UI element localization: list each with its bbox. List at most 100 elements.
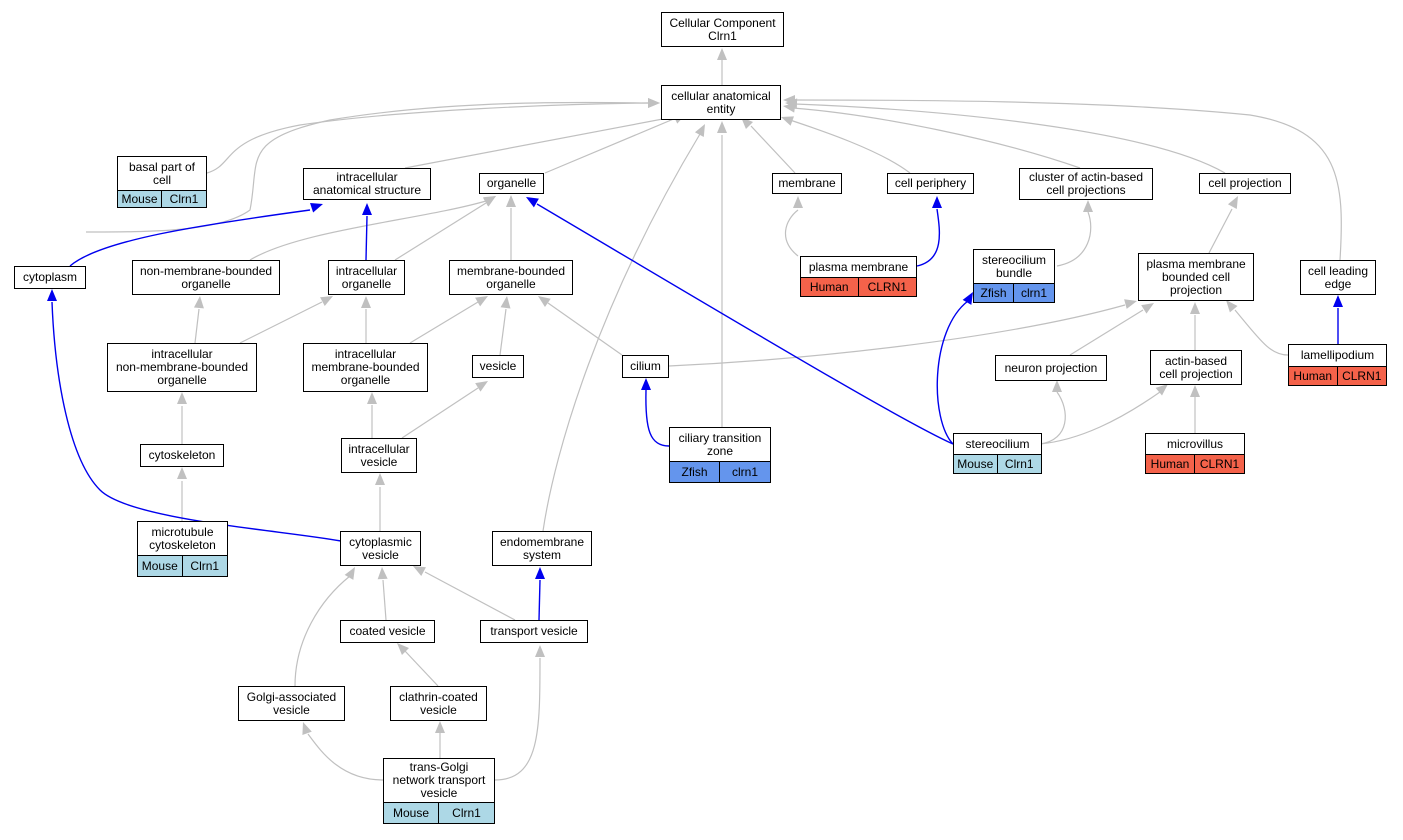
node-pm[interactable]: plasma membrane	[800, 256, 917, 278]
node-nmbo[interactable]: non-membrane-bounded organelle	[132, 260, 280, 295]
edge-28-arrowhead	[177, 392, 187, 404]
edge-24	[668, 304, 1126, 367]
species-label: Human	[800, 277, 859, 297]
edge-19	[239, 301, 323, 344]
node-membrane[interactable]: membrane	[772, 173, 842, 194]
edge-39	[404, 650, 439, 687]
edge-4	[750, 125, 796, 174]
edge-0-arrowhead	[717, 48, 727, 60]
node-cle[interactable]: cell leading edge	[1300, 260, 1376, 295]
edge-33-arrowhead	[1155, 384, 1168, 396]
edge-25-arrowhead	[1141, 303, 1154, 314]
node-cc[interactable]: Cellular Component Clrn1	[661, 12, 784, 47]
node-golgiassoc[interactable]: Golgi-associated vesicle	[238, 686, 345, 721]
edge-37-arrowhead	[413, 566, 426, 577]
edge-10-arrowhead	[717, 121, 727, 133]
node-cellper[interactable]: cell periphery	[887, 173, 974, 194]
edge-34-arrowhead	[1190, 385, 1200, 397]
node-cellproj[interactable]: cell projection	[1199, 173, 1291, 194]
node-basal[interactable]: basal part of cell	[117, 156, 207, 191]
edge-6	[792, 107, 1081, 169]
species-label: Mouse	[117, 190, 162, 208]
node-clathrin[interactable]: clathrin-coated vesicle	[390, 686, 487, 721]
edge-41-arrowhead	[302, 722, 312, 735]
species-label: Zfish	[669, 461, 720, 483]
node-vesicle[interactable]: vesicle	[472, 355, 524, 378]
node-stereocilium[interactable]: stereocilium	[953, 433, 1042, 455]
edge-32	[1039, 391, 1066, 445]
node-neuronproj[interactable]: neuron projection	[995, 355, 1107, 381]
node-endomem[interactable]: endomembrane system	[492, 531, 592, 566]
node-stbundle[interactable]: stereocilium bundle	[973, 249, 1055, 284]
edge-2	[404, 117, 669, 169]
edge-18-arrowhead	[193, 296, 204, 309]
node-coated[interactable]: coated vesicle	[340, 620, 435, 643]
edge-36	[382, 579, 387, 621]
gene-label: CLRN1	[1195, 454, 1245, 474]
node-cytovesicle[interactable]: cytoplasmic vesicle	[340, 531, 421, 566]
node-tgn[interactable]: trans-Golgi network transport vesicle	[383, 758, 495, 803]
edge-5-arrowhead	[781, 116, 794, 126]
gene-label: CLRN1	[858, 277, 917, 297]
edge-49	[645, 389, 670, 447]
edge-31-arrowhead	[177, 467, 187, 479]
node-organelle[interactable]: organelle	[479, 173, 544, 194]
edge-9-arrowhead	[648, 98, 660, 108]
gene-label: CLRN1	[1337, 366, 1387, 386]
node-pmbcp[interactable]: plasma membrane bounded cell projection	[1138, 253, 1254, 301]
node-imbo[interactable]: intracellular membrane-bounded organelle	[303, 343, 428, 392]
node-ctz[interactable]: ciliary transition zone	[669, 427, 771, 462]
node-cytoplasm[interactable]: cytoplasm	[14, 266, 86, 289]
edge-38	[294, 575, 351, 687]
node-microvillus[interactable]: microvillus	[1145, 433, 1245, 455]
edge-23	[547, 302, 623, 356]
edge-14-arrowhead	[506, 195, 516, 207]
node-cytoskeleton[interactable]: cytoskeleton	[140, 444, 224, 467]
edge-24-arrowhead	[1124, 299, 1137, 309]
edge-42-arrowhead	[535, 645, 545, 657]
gene-label: Clrn1	[439, 802, 495, 824]
edge-30	[401, 387, 479, 439]
edge-22	[499, 308, 507, 356]
edge-15-arrowhead	[793, 196, 803, 208]
node-cae[interactable]: cellular anatomical entity	[661, 85, 781, 120]
edge-25	[1069, 309, 1144, 356]
edge-35-arrowhead	[375, 473, 385, 485]
edge-27-arrowhead	[1226, 300, 1238, 313]
edge-40-arrowhead	[435, 721, 445, 733]
edge-51-arrowhead	[1333, 295, 1343, 307]
species-label: Human	[1145, 454, 1195, 474]
node-ivesicle[interactable]: intracellular vesicle	[341, 438, 417, 473]
node-ias[interactable]: intracellular anatomical structure	[303, 168, 431, 200]
node-io[interactable]: intracellular organelle	[328, 260, 405, 295]
edge-33	[1039, 391, 1161, 445]
node-lamelli[interactable]: lamellipodium	[1288, 344, 1387, 367]
edge-8	[794, 99, 1342, 261]
edge-26-arrowhead	[1190, 302, 1200, 314]
edge-21-arrowhead	[475, 296, 488, 307]
edge-45-arrowhead	[362, 203, 372, 215]
node-inmbo[interactable]: intracellular non-membrane-bounded organ…	[107, 343, 257, 392]
species-label: Human	[1288, 366, 1338, 386]
edge-43-arrowhead	[47, 289, 57, 301]
node-actinproj[interactable]: actin-based cell projection	[1150, 350, 1242, 385]
edge-29-arrowhead	[367, 392, 377, 404]
edge-36-arrowhead	[377, 567, 388, 580]
edge-8-arrowhead	[783, 95, 795, 105]
edge-13-arrowhead	[483, 196, 496, 207]
node-mbo[interactable]: membrane-bounded organelle	[449, 260, 573, 295]
node-cilium[interactable]: cilium	[622, 355, 669, 378]
edge-13	[394, 202, 487, 261]
edge-43	[51, 301, 342, 542]
node-cluster[interactable]: cluster of actin-based cell projections	[1019, 168, 1153, 200]
edge-46-arrowhead	[526, 197, 539, 208]
edge-23-arrowhead	[538, 296, 551, 307]
edge-49-arrowhead	[641, 378, 651, 390]
node-mtcyto[interactable]: microtubule cytoskeleton	[137, 521, 228, 556]
edge-12	[249, 200, 487, 261]
node-transport[interactable]: transport vesicle	[480, 620, 588, 643]
